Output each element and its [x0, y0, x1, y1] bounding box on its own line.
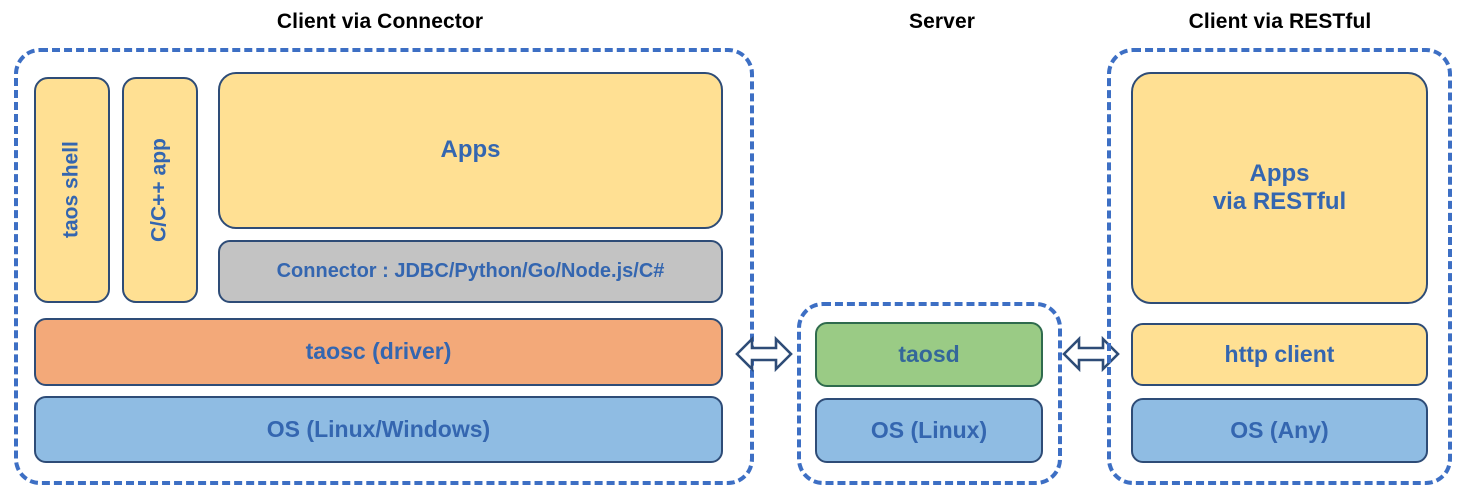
box-os-any[interactable]: OS (Any)	[1131, 398, 1428, 463]
section-title-server: Server	[909, 10, 975, 33]
box-c-cpp-app[interactable]: C/C++ app	[122, 77, 198, 303]
box-taosd[interactable]: taosd	[815, 322, 1043, 387]
double-headed-arrow-icon-right	[1062, 335, 1120, 373]
panel-client-via-connector	[14, 48, 754, 485]
box-http-client[interactable]: http client	[1131, 323, 1428, 386]
section-title-restful: Client via RESTful	[1188, 10, 1372, 33]
panel-client-via-restful	[1107, 48, 1452, 485]
box-taos-shell[interactable]: taos shell	[34, 77, 110, 303]
box-apps-connector[interactable]: Apps	[218, 72, 723, 229]
double-headed-arrow-icon-left	[735, 335, 793, 373]
box-os-linux[interactable]: OS (Linux)	[815, 398, 1043, 463]
box-os-linux-windows[interactable]: OS (Linux/Windows)	[34, 396, 723, 463]
box-taosc-driver[interactable]: taosc (driver)	[34, 318, 723, 386]
apps-restful-line-1: Apps	[1249, 159, 1310, 187]
apps-restful-line-2: via RESTful	[1212, 188, 1347, 215]
box-apps-via-restful[interactable]: Apps via RESTful	[1131, 72, 1428, 304]
panel-server	[797, 302, 1062, 485]
section-title-connector: Client via Connector	[276, 10, 484, 33]
box-connector-list[interactable]: Connector : JDBC/Python/Go/Node.js/C#	[218, 240, 723, 303]
